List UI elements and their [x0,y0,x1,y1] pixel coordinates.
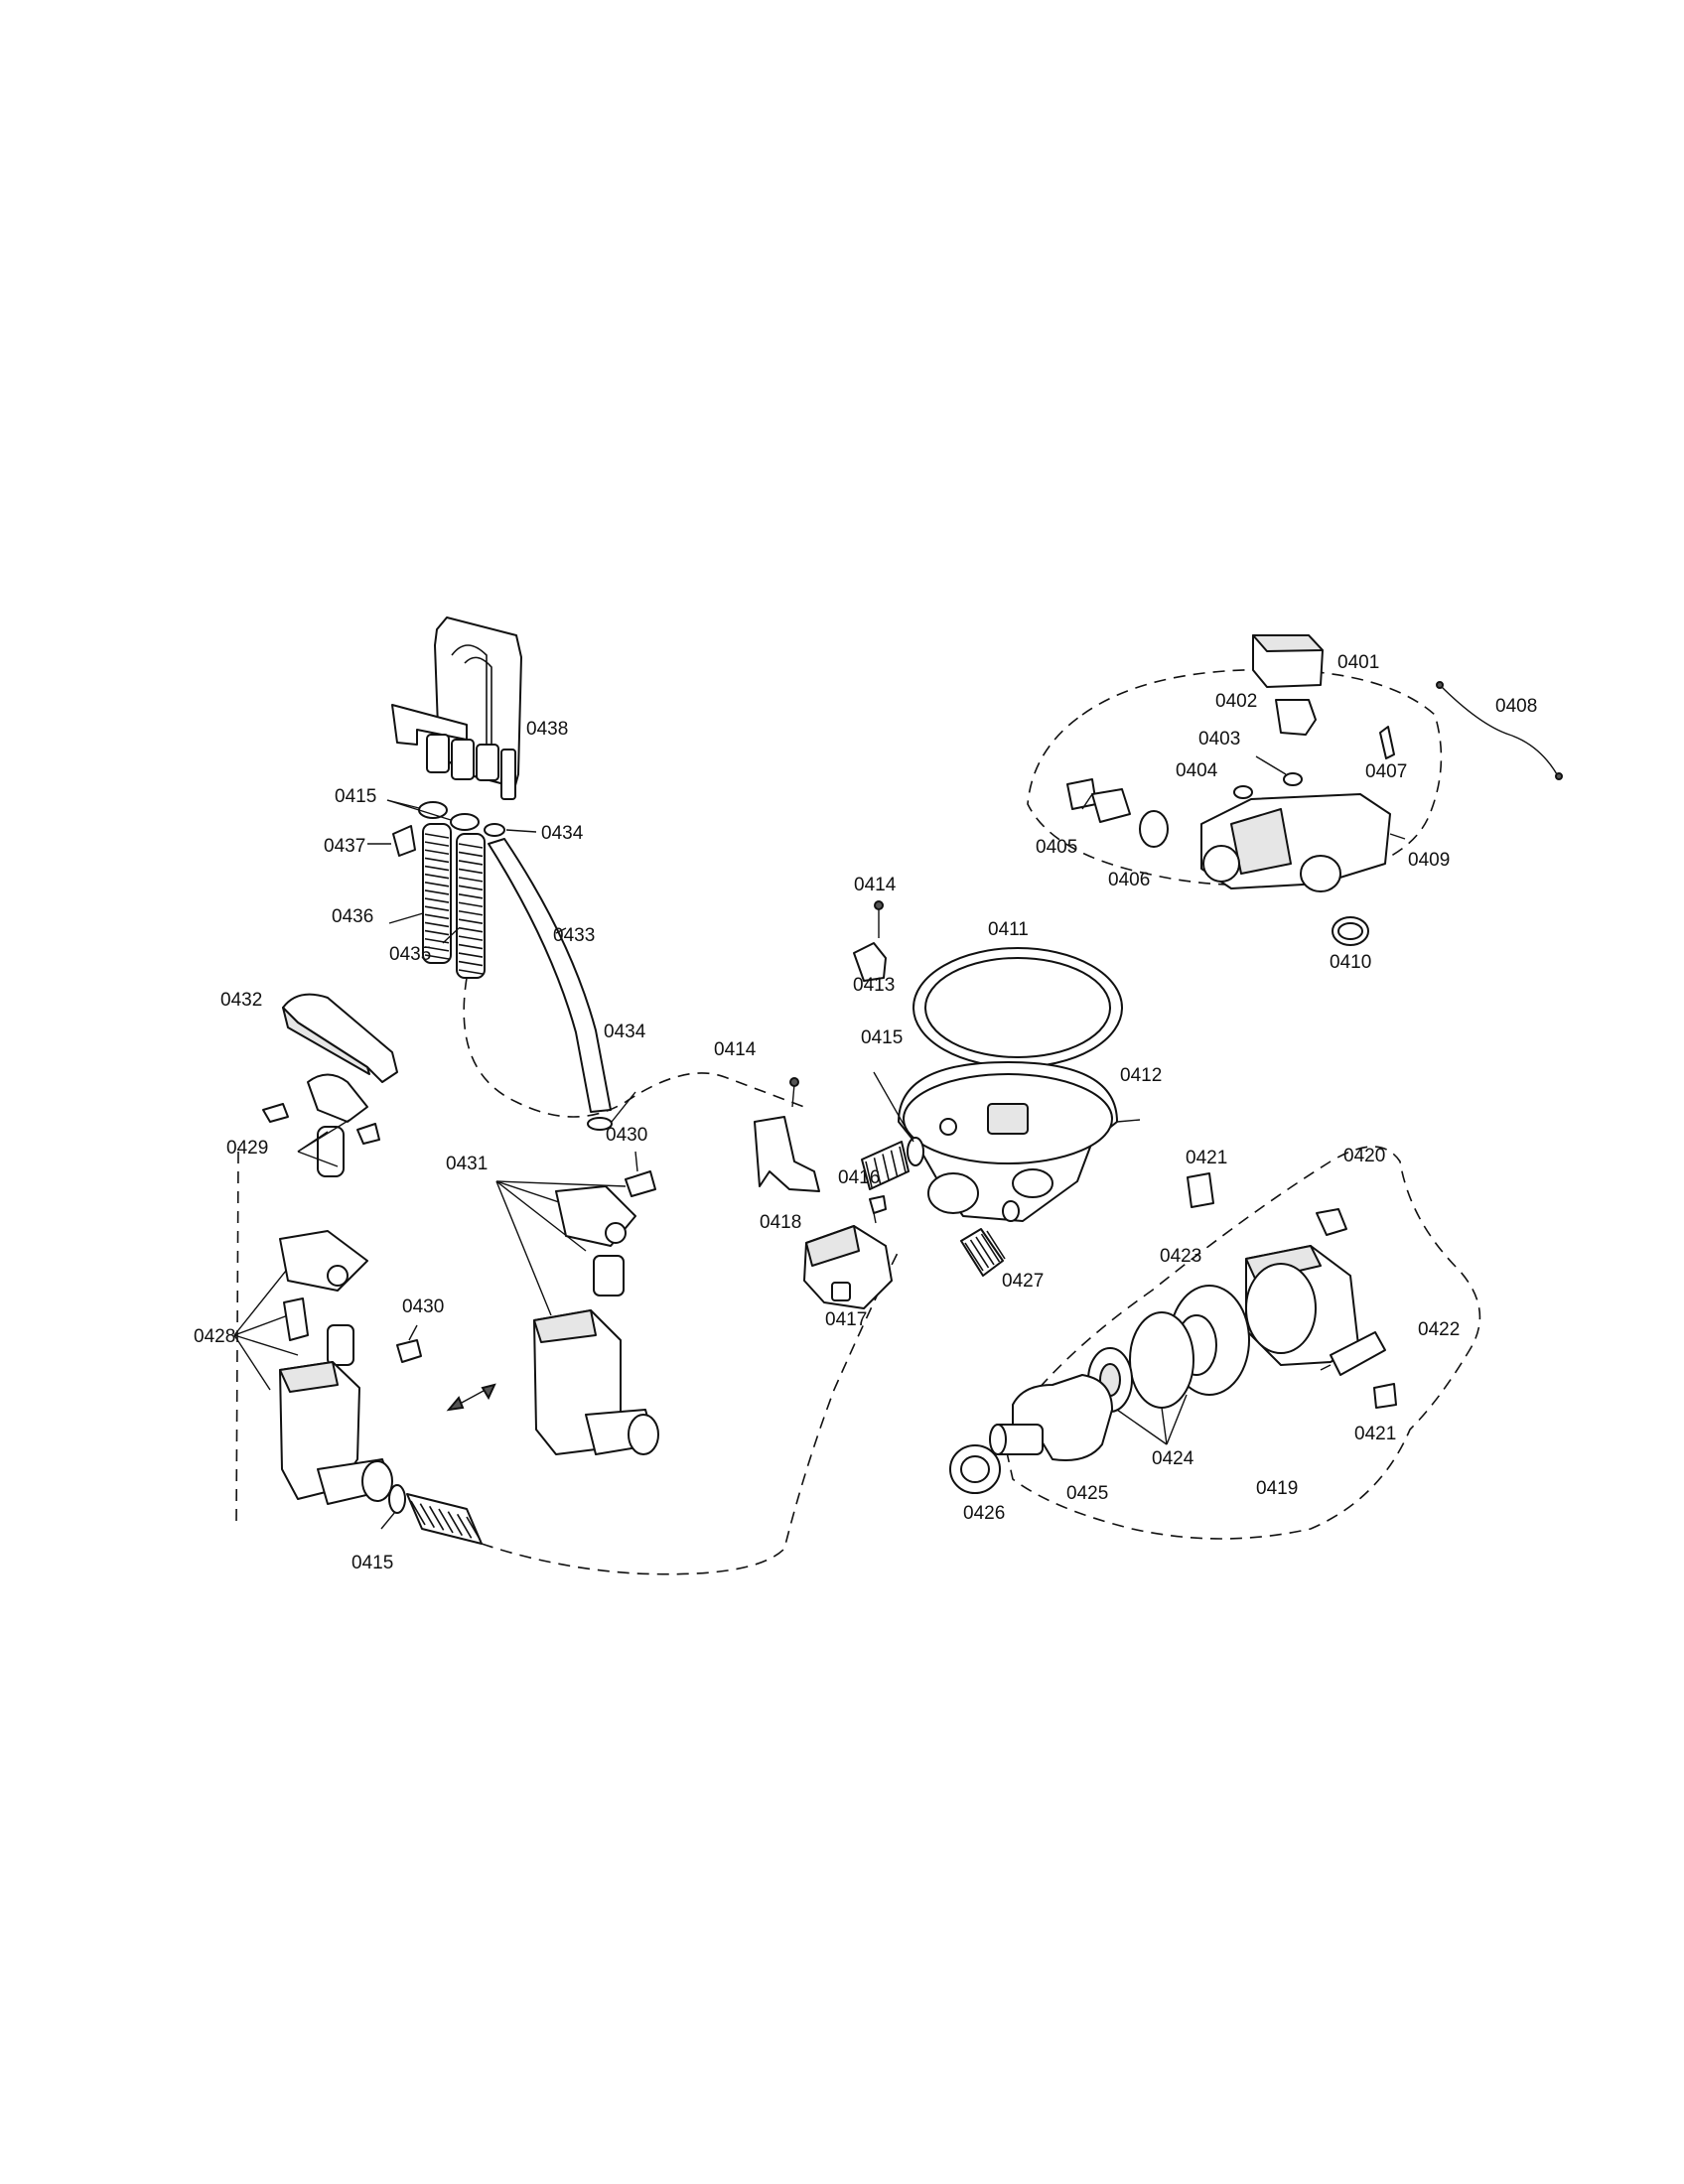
part-0405-switch [1066,778,1131,823]
label-0412: 0412 [1120,1065,1162,1086]
label-0416: 0416 [838,1167,880,1188]
connection-line-drain-loop [481,1250,900,1575]
part-labels: 0401 0402 0403 0404 0405 0406 0407 0408 … [194,652,1537,1573]
label-0404: 0404 [1176,760,1218,781]
part-0423-motor [1245,1245,1359,1366]
part-0427-hose [960,1200,1020,1277]
part-0425-pump-housing [989,1374,1113,1461]
part-0410-clamp [1332,916,1369,946]
label-0430-left: 0430 [402,1297,444,1317]
label-0406: 0406 [1108,870,1150,890]
label-0426: 0426 [963,1503,1005,1524]
part-drain-corrugated-hose [406,1493,483,1545]
part-0438-manifold [391,616,522,800]
label-0425: 0425 [1066,1483,1108,1504]
part-0434-clamp-top [484,823,537,837]
label-0418: 0418 [760,1212,801,1233]
label-0405: 0405 [1036,837,1077,858]
label-0434-bottom: 0434 [604,1022,646,1042]
label-0414-top: 0414 [854,875,897,895]
label-0414-mid: 0414 [714,1039,757,1060]
part-0430-gasket-right [625,1151,656,1197]
label-0420: 0420 [1343,1146,1385,1166]
label-0411: 0411 [988,919,1029,940]
label-0430-right: 0430 [606,1125,647,1146]
part-0434-clamp-bottom [587,1091,636,1131]
label-0415-bottom: 0415 [351,1553,393,1573]
part-0426-grommet [949,1444,1001,1494]
label-0424: 0424 [1152,1448,1194,1469]
assembly-outline-0409 [1027,668,1443,887]
part-0431-drain-pump-right [533,1185,659,1455]
part-0415-sump-hose [861,1071,924,1190]
part-0416-plug [869,1195,887,1224]
part-0428-drain-housing-left [279,1230,393,1505]
part-0437-clip [367,825,416,857]
label-0421-top: 0421 [1186,1148,1227,1168]
label-0409: 0409 [1408,850,1450,871]
label-0421-bottom: 0421 [1354,1424,1396,1444]
part-0420-cap [1316,1208,1347,1236]
label-0436: 0436 [332,906,373,927]
part-0411-sump-seal-ring [912,947,1123,1068]
part-0415-oring-bottom [380,1484,406,1530]
part-0432-cover [282,993,398,1083]
part-0418-bracket [754,1116,820,1192]
label-0403: 0403 [1198,729,1240,750]
part-0422-capacitor [1320,1331,1386,1376]
label-0422: 0422 [1418,1319,1460,1340]
part-0436-corrugated-hose [388,823,452,964]
part-0435-corrugated-hose [442,833,486,979]
label-0433: 0433 [553,925,595,946]
part-0414-screw-mid [789,1077,799,1108]
part-0409-heater-body [1200,793,1406,892]
connection-line-hose-to-sump [463,977,805,1118]
label-0432: 0432 [220,990,262,1011]
part-0407-clip [1379,726,1395,759]
label-0413: 0413 [853,975,895,996]
label-0427: 0427 [1002,1271,1044,1292]
label-0438: 0438 [526,719,568,740]
label-0429: 0429 [226,1138,268,1159]
label-0437: 0437 [324,836,365,857]
part-0412-sump [898,1061,1141,1222]
part-0413-bracket [853,942,887,982]
part-0421-clip-bottom [1373,1383,1397,1409]
part-0406-oring [1139,810,1169,848]
label-0435: 0435 [389,944,431,965]
label-0417: 0417 [825,1309,867,1330]
part-0433-hose [488,838,612,1113]
label-0431: 0431 [446,1154,488,1174]
part-0429-sensor-assembly [262,1073,380,1177]
label-0419: 0419 [1256,1478,1298,1499]
exchange-arrow [446,1383,496,1412]
part-0424-impeller-set [1087,1285,1250,1445]
label-0407: 0407 [1365,761,1407,782]
part-0417-valve [803,1225,893,1309]
part-0408-wire [1436,681,1563,780]
label-0428: 0428 [194,1326,235,1347]
part-0415-orings-top [386,799,480,831]
label-0410: 0410 [1330,952,1371,973]
label-0402: 0402 [1215,691,1257,712]
label-0434-top: 0434 [541,823,584,844]
label-0401: 0401 [1337,652,1379,673]
part-0414-screw-top [874,900,884,938]
label-0415-sump: 0415 [861,1027,903,1048]
label-0415-top: 0415 [335,786,376,807]
part-0421-clip-top [1187,1172,1214,1208]
label-0408: 0408 [1495,696,1537,717]
label-0423: 0423 [1160,1246,1201,1267]
part-0401-cover [1252,634,1324,688]
part-0430-gasket-left [396,1324,422,1363]
part-0402-sensor [1275,699,1317,736]
part-0403-seal [1255,755,1303,786]
